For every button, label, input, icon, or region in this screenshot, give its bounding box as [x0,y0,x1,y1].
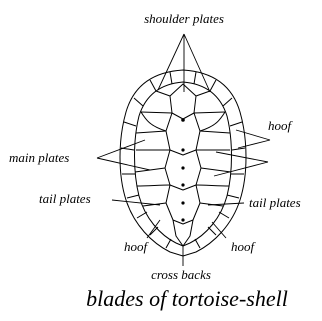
label-hoof-right-top: hoof [268,118,294,133]
label-cross-backs: cross backs [151,267,211,282]
vertebral-scutes [165,84,201,246]
leader-main-right-1 [216,152,268,162]
shell-outer-outline [120,70,246,256]
leader-shoulder-1 [158,34,184,90]
midline-dots [181,118,185,221]
marginal-scute-dividers [121,72,245,248]
leader-tail-left [112,200,160,205]
label-main-plates: main plates [9,150,69,165]
label-tail-plates-right: tail plates [249,195,301,210]
label-tail-plates-left: tail plates [39,191,91,206]
label-hoof-bottom-left: hoof [124,239,150,254]
leader-main-left-2 [97,158,150,170]
leader-shoulder-3 [184,34,210,92]
shell-drawing [120,70,246,256]
leader-hoof-right-2 [238,140,270,148]
leader-hoof-right-1 [236,130,270,140]
label-shoulder-plates: shoulder plates [144,11,224,26]
label-hoof-bottom-right: hoof [231,239,257,254]
diagram-title: blades of tortoise-shell [86,286,288,311]
